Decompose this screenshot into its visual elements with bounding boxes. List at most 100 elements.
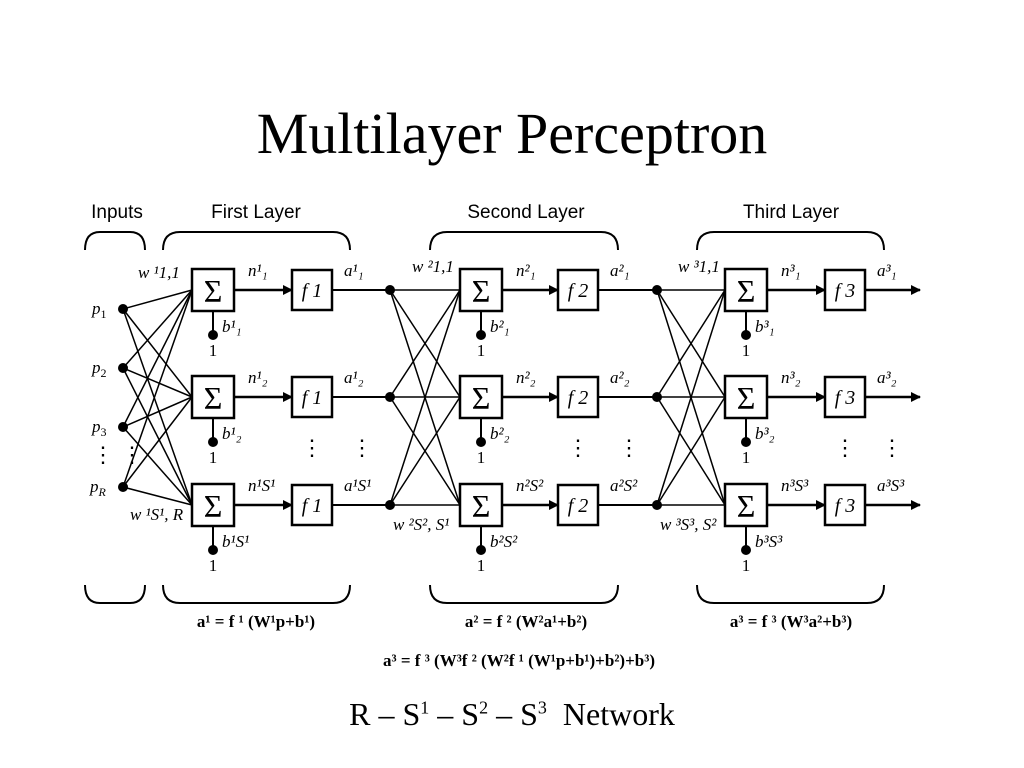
input-label-p2: p2 xyxy=(91,358,107,380)
bias-label: b¹₂ xyxy=(222,424,242,443)
bias-label: b³₁ xyxy=(755,317,775,336)
vertical-ellipsis: ⋮ xyxy=(351,435,373,460)
transfer-function-label: f 1 xyxy=(302,280,323,302)
transfer-function-label: f 3 xyxy=(835,495,856,517)
bias-label: b²₁ xyxy=(490,317,510,336)
weight-label-w3-bottom: w ³S³, S² xyxy=(660,515,717,534)
equation-layer3: a³ = f ³ (W³a²+b³) xyxy=(730,612,852,631)
weight-label-w1-bottom: w ¹S¹, R xyxy=(130,505,184,524)
net-input-label: n²S² xyxy=(516,476,544,495)
transfer-function-label: f 2 xyxy=(568,280,589,302)
transfer-function-label: f 1 xyxy=(302,387,323,409)
net-input-label: n²₁ xyxy=(516,261,536,280)
equation-layer2: a² = f ² (W²a¹+b²) xyxy=(465,612,587,631)
header-inputs: Inputs xyxy=(91,202,143,223)
input-label-p3: p3 xyxy=(91,417,107,439)
network-caption: R – S1 – S2 – S3 Network xyxy=(349,696,675,732)
equation-full: a³ = f ³ (W³f ² (W²f ¹ (W¹p+b¹)+b²)+b³) xyxy=(383,651,655,670)
bias-label: b¹₁ xyxy=(222,317,242,336)
summation-symbol: Σ xyxy=(472,273,491,309)
net-input-label: n¹₁ xyxy=(248,261,268,280)
output-node xyxy=(385,500,395,510)
bias-label: b³₂ xyxy=(755,424,775,443)
bias-input-one: 1 xyxy=(742,341,751,360)
output-node xyxy=(652,392,662,402)
transfer-function-label: f 3 xyxy=(835,280,856,302)
connections-layer2-layer3 xyxy=(656,289,726,506)
summation-box xyxy=(190,482,236,528)
bias-input-one: 1 xyxy=(477,556,486,575)
vertical-ellipsis: ⋮ xyxy=(881,435,903,460)
net-input-label: n³S³ xyxy=(781,476,809,495)
input-label-pR: pR xyxy=(89,477,107,499)
vertical-ellipsis: ⋮ xyxy=(834,435,856,460)
bias-label: b²S² xyxy=(490,532,518,551)
net-input-label: n³₁ xyxy=(781,261,801,280)
slide-title: Multilayer Perceptron xyxy=(256,101,768,166)
weight-label-w3-top: w ³1,1 xyxy=(678,257,720,276)
output-label: a¹₂ xyxy=(344,368,364,387)
summation-symbol: Σ xyxy=(472,488,491,524)
bias-label: b¹S¹ xyxy=(222,532,249,551)
connections-inputs-layer1 xyxy=(122,289,193,506)
weight-label-w2-top: w ²1,1 xyxy=(412,257,454,276)
transfer-function-label: f 1 xyxy=(302,495,323,517)
bias-input-one: 1 xyxy=(477,448,486,467)
bias-input-one: 1 xyxy=(209,448,218,467)
bias-node xyxy=(208,437,218,447)
input-label-p1: p1 xyxy=(91,299,107,321)
bias-input-one: 1 xyxy=(742,556,751,575)
bias-node xyxy=(741,545,751,555)
output-label: a²S² xyxy=(610,476,638,495)
header-first-layer: First Layer xyxy=(211,202,301,223)
net-input-label: n²₂ xyxy=(516,368,536,387)
bias-node xyxy=(476,545,486,555)
net-input-label: n¹₂ xyxy=(248,368,268,387)
input-nodes: p1 p2 p3 pR ⋮ ⋮ xyxy=(89,299,143,499)
top-braces xyxy=(84,231,885,251)
bias-node xyxy=(476,437,486,447)
bias-node xyxy=(476,330,486,340)
output-node xyxy=(385,285,395,295)
bias-node xyxy=(208,330,218,340)
vertical-ellipsis: ⋮ xyxy=(567,435,589,460)
bias-input-one: 1 xyxy=(477,341,486,360)
vertical-ellipsis: ⋮ xyxy=(92,442,114,467)
summation-symbol: Σ xyxy=(737,380,756,416)
transfer-function-label: f 3 xyxy=(835,387,856,409)
vertical-ellipsis: ⋮ xyxy=(618,435,640,460)
transfer-function-box xyxy=(290,483,334,527)
summation-symbol: Σ xyxy=(204,488,223,524)
output-label: a¹₁ xyxy=(344,261,364,280)
bias-node xyxy=(208,545,218,555)
vertical-ellipsis: ⋮ xyxy=(121,442,143,467)
bias-input-one: 1 xyxy=(209,341,218,360)
vertical-ellipsis: ⋮ xyxy=(301,435,323,460)
output-node xyxy=(652,285,662,295)
output-label: a³₂ xyxy=(877,368,897,387)
summation-box xyxy=(723,482,769,528)
bottom-braces xyxy=(84,584,885,604)
net-input-label: n³₂ xyxy=(781,368,801,387)
output-label: a²₂ xyxy=(610,368,630,387)
summation-symbol: Σ xyxy=(204,273,223,309)
output-label: a³S³ xyxy=(877,476,905,495)
bias-node xyxy=(741,330,751,340)
weight-label-w1-top: w ¹1,1 xyxy=(138,263,180,282)
output-label: a²₁ xyxy=(610,261,630,280)
connections-layer1-layer2 xyxy=(389,289,461,506)
summation-symbol: Σ xyxy=(737,273,756,309)
transfer-function-label: f 2 xyxy=(568,387,589,409)
output-label: a¹S¹ xyxy=(344,476,371,495)
bias-label: b³S³ xyxy=(755,532,783,551)
summation-symbol: Σ xyxy=(204,380,223,416)
bias-node xyxy=(741,437,751,447)
